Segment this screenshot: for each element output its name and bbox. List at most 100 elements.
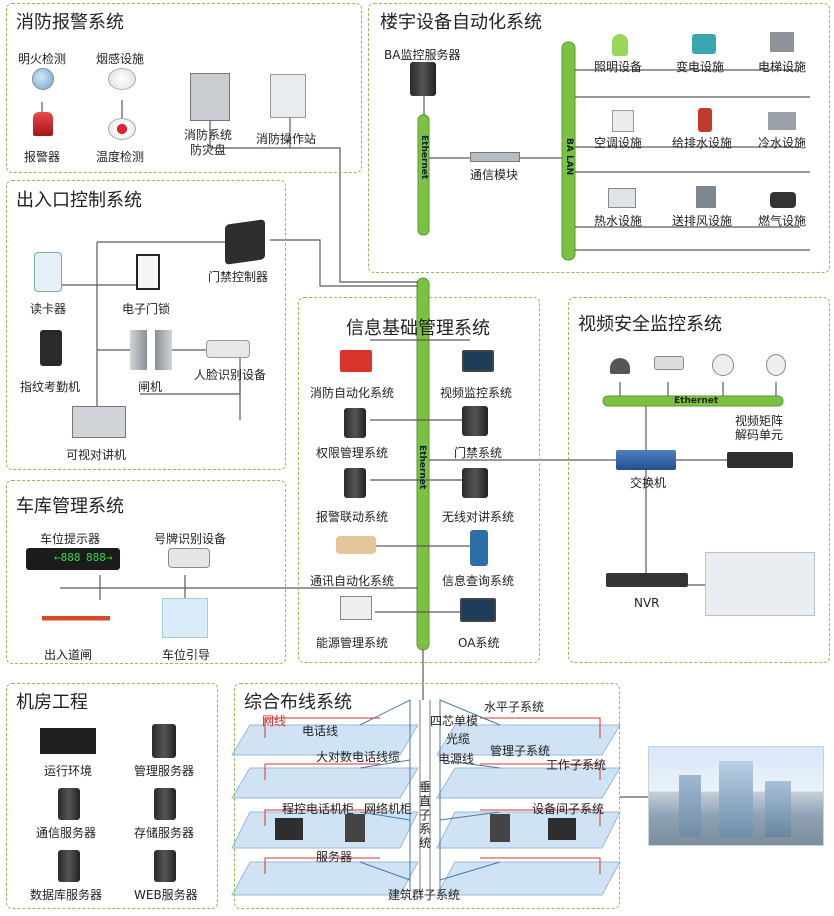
bas-device-5: 冷水设施 (758, 136, 807, 150)
fiber-label: 光缆 (446, 732, 471, 746)
switch-icon (616, 450, 676, 470)
four-core-label: 四芯单模 (430, 714, 479, 728)
pbx-label: 程控电话机柜 (282, 802, 355, 816)
bas-device-8: 燃气设施 (758, 214, 807, 228)
ba-ethernet-label: Ethernet (419, 135, 429, 180)
equip-room-label: 设备间子系统 (532, 802, 605, 816)
pbx-cabinet-icon (275, 818, 303, 840)
alarm-server-icon (344, 468, 366, 498)
matrix-decoder-icon (727, 452, 793, 468)
sign-right-text: 888→ (86, 551, 113, 564)
bas-title: 楼宇设备自动化系统 (380, 12, 542, 33)
info-left-3: 通讯自动化系统 (310, 574, 395, 588)
ba-lan-label: BA LAN (564, 138, 574, 176)
water-supply-icon (698, 108, 712, 132)
server-room-2: 通信服务器 (36, 826, 97, 840)
server-room-4: 数据库服务器 (30, 888, 103, 902)
video-wall-icon (705, 552, 815, 616)
temp-detector-icon (108, 118, 136, 140)
info-panel (298, 297, 540, 663)
aircon-icon (612, 110, 634, 132)
smoke-detector-icon (108, 68, 136, 90)
plate-label: 号牌识别设备 (154, 532, 227, 546)
permission-server-icon (344, 408, 366, 438)
door-controller-icon (225, 219, 265, 265)
comm-server-icon (58, 788, 80, 820)
radio-server-icon (462, 468, 488, 498)
speed-dome-icon (712, 354, 734, 376)
bas-device-0: 照明设备 (594, 60, 643, 74)
door-lock-icon (136, 254, 160, 290)
garage-panel (6, 480, 286, 664)
server-room-panel (6, 683, 218, 909)
net-cab-label: 网络机柜 (364, 802, 413, 816)
parking-indicator-icon: ←888 888→ (26, 548, 120, 570)
comm-module-icon (470, 152, 520, 162)
horizontal-label: 水平子系统 (484, 700, 545, 714)
card-reader-label: 读卡器 (30, 302, 67, 316)
plate-camera-icon (168, 548, 210, 568)
fire-control-panel-icon (190, 73, 230, 121)
phone-line-label: 电话线 (302, 724, 339, 738)
server-room-5: WEB服务器 (134, 888, 198, 902)
switch-label: 交换机 (630, 476, 667, 490)
oa-icon (460, 598, 496, 622)
garage-title: 车库管理系统 (16, 496, 124, 517)
nvr-label: NVR (634, 596, 660, 610)
cab-rack-right-icon (490, 814, 510, 842)
server-room-3: 存储服务器 (134, 826, 195, 840)
video-monitor-icon (462, 350, 494, 372)
video-ethernet-label: Ethernet (674, 396, 719, 406)
environment-icon (40, 728, 96, 754)
indicator-label: 车位提示器 (40, 532, 101, 546)
work-label: 工作子系统 (546, 758, 607, 772)
info-left-4: 能源管理系统 (316, 636, 389, 650)
matrix-label: 视频矩阵解码单元 (735, 414, 784, 442)
access-panel (6, 180, 286, 470)
info-title: 信息基础管理系统 (346, 318, 490, 339)
temp-label: 温度检测 (96, 150, 145, 164)
transformer-icon (692, 34, 716, 54)
gate-icon (130, 330, 172, 370)
info-right-1: 门禁系统 (454, 446, 503, 460)
fingerprint-label: 指纹考勤机 (20, 380, 81, 394)
bullet-camera-icon (654, 356, 684, 370)
dome-camera-icon (610, 358, 630, 374)
face-label: 人脸识别设备 (194, 368, 267, 382)
ba-server-icon (410, 62, 436, 96)
fire-station-icon (270, 74, 306, 118)
info-right-0: 视频监控系统 (440, 386, 513, 400)
db-server-icon (58, 850, 80, 882)
access-title: 出入口控制系统 (16, 190, 142, 211)
info-right-3: 信息查询系统 (442, 574, 515, 588)
guide-icon (162, 598, 208, 638)
flame-detector-icon (32, 68, 54, 90)
bas-device-1: 变电设施 (676, 60, 725, 74)
info-left-0: 消防自动化系统 (310, 386, 395, 400)
ventilation-icon (696, 186, 716, 208)
nvr-icon (606, 573, 688, 587)
gas-icon (770, 192, 796, 208)
door-server-icon (462, 406, 488, 436)
elevator-icon (770, 32, 794, 52)
video-panel (568, 297, 830, 663)
fingerprint-icon (40, 330, 62, 366)
server-room-0: 运行环境 (44, 764, 93, 778)
energy-icon (340, 596, 372, 620)
kiosk-icon (470, 530, 488, 566)
mgmt-server-icon (152, 724, 176, 758)
intercom-icon (72, 406, 126, 438)
fire-auto-icon (340, 350, 372, 372)
ptz-camera-icon (766, 354, 786, 376)
vertical-label: 垂直子系统 (418, 780, 431, 850)
hot-water-icon (608, 188, 636, 208)
bas-device-7: 送排风设施 (672, 214, 733, 228)
mgmt-label: 管理子系统 (490, 744, 551, 758)
campus-label: 建筑群子系统 (388, 888, 461, 902)
guide-label: 车位引导 (162, 648, 211, 662)
big-phone-label: 大对数电话线缆 (316, 750, 401, 764)
info-left-2: 报警联动系统 (316, 510, 389, 524)
intercom-label: 可视对讲机 (66, 448, 127, 462)
sign-left-text: ←888 (54, 551, 81, 564)
chiller-icon (768, 112, 796, 130)
